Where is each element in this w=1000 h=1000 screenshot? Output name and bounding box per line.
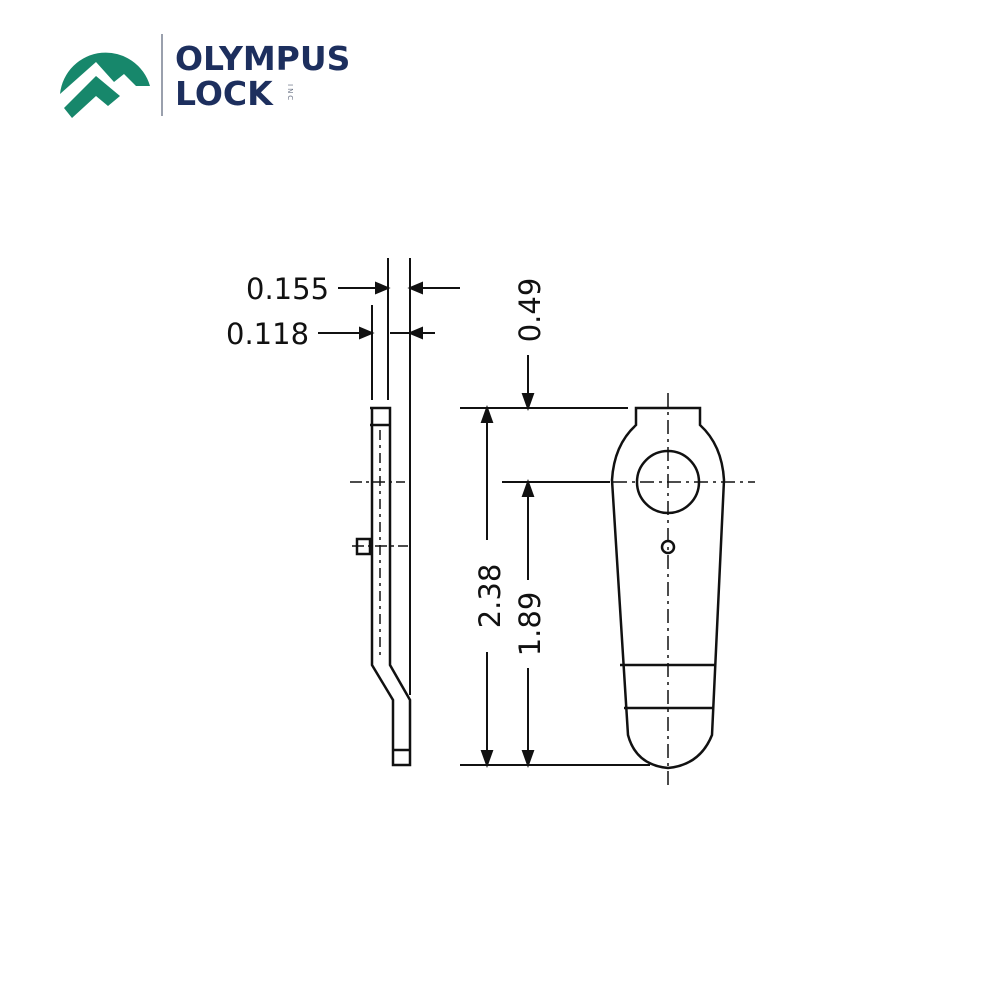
dimension-label-0118: 0.118 [226, 317, 309, 351]
logo-divider [161, 34, 163, 116]
dimension-label-049: 0.49 [513, 278, 547, 343]
logo-line2: LOCK [175, 74, 273, 113]
front-view [505, 393, 755, 790]
side-view [350, 258, 412, 767]
dimension-label-189: 1.89 [513, 592, 547, 657]
dimension-label-238: 2.38 [473, 564, 507, 629]
front-dimension-lines [460, 355, 650, 768]
side-dimension-arrows [318, 281, 460, 340]
mountain-logo-icon [60, 52, 150, 118]
logo-line1: OLYMPUS [175, 39, 351, 78]
logo-suffix: INC [286, 84, 294, 103]
dimension-label-0155: 0.155 [246, 272, 329, 306]
olympus-lock-logo: OLYMPUS LOCK INC [58, 34, 368, 118]
